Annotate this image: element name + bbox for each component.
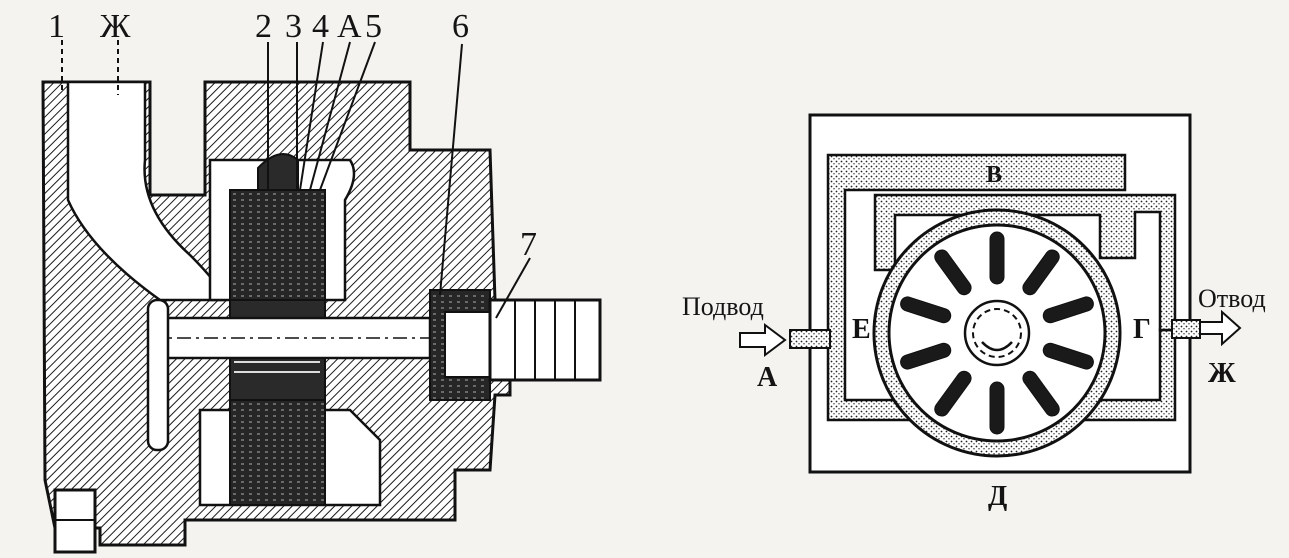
callout-5: 5	[365, 8, 382, 45]
vanes	[900, 231, 1094, 435]
pump-cross-section	[41, 40, 602, 554]
zone-g-label: Г	[1133, 314, 1151, 345]
spline-lines	[514, 300, 576, 380]
zone-d-label: Д	[988, 481, 1008, 512]
callout-3: 3	[285, 8, 302, 45]
zone-e-label: Е	[852, 314, 871, 345]
outlet-label: Отвод	[1198, 284, 1266, 313]
port-a-label: А	[757, 362, 778, 393]
rotation-arrow	[981, 341, 1013, 352]
zone-v-label: В	[986, 162, 1003, 188]
callout-4: 4	[312, 8, 329, 45]
lower-gear	[229, 399, 326, 506]
callout-7: 7	[520, 226, 537, 263]
inlet-arrow-icon	[739, 323, 787, 357]
outlet-stub	[1171, 319, 1201, 339]
seal-sleeve	[444, 311, 491, 378]
upper-gear	[229, 189, 326, 301]
vane-pump-scheme	[739, 113, 1242, 474]
callout-6: 6	[452, 8, 469, 45]
inlet-label: Подвод	[682, 292, 764, 321]
splined-shaft-end	[488, 298, 602, 382]
inlet-stub	[789, 329, 831, 349]
callout-1: 1	[48, 8, 65, 45]
callout-2: 2	[255, 8, 272, 45]
callout-a: А	[337, 8, 362, 45]
inlet-slot	[146, 298, 170, 452]
port-zh-label: Ж	[1208, 358, 1236, 389]
callout-leaders	[61, 40, 531, 319]
callout-zh: Ж	[100, 8, 131, 45]
outlet-arrow-icon	[1199, 309, 1242, 347]
